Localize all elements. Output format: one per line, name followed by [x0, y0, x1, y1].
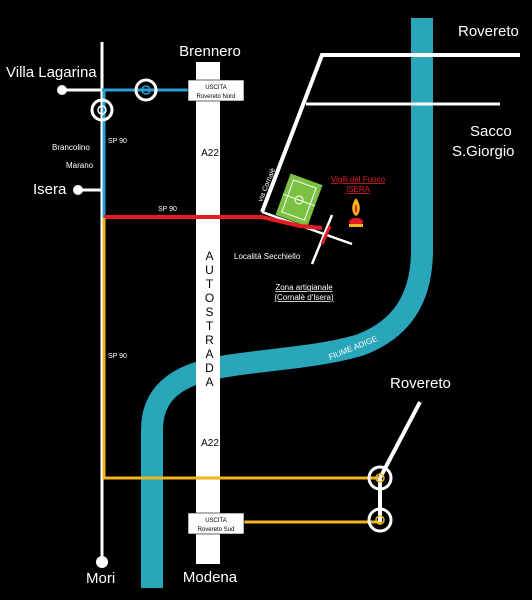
- flame-helmet-icon: [349, 198, 363, 227]
- football-field-icon: [275, 173, 323, 227]
- label-sp90-b: SP 90: [158, 206, 177, 213]
- label-vigili-line1[interactable]: Vigili del Fuoco: [331, 175, 386, 184]
- autostrada-letter: O: [205, 291, 215, 305]
- autostrada-letter: S: [205, 305, 214, 319]
- label-rovereto-right: Rovereto: [390, 375, 451, 392]
- roundabout-se-lower: [367, 507, 393, 533]
- autostrada-letter: T: [206, 319, 214, 333]
- mori-dot: [96, 556, 108, 568]
- river-adige: [141, 18, 433, 588]
- label-marano: Marano: [66, 161, 94, 170]
- label-brennero: Brennero: [179, 43, 241, 60]
- road-east-north: [260, 53, 520, 213]
- road-secchiello: [310, 214, 334, 265]
- roundabout-se-upper-center: [375, 473, 385, 483]
- autostrada-letter: R: [205, 333, 215, 347]
- autostrada-letter: A: [205, 347, 214, 361]
- label-zona-line1: Zona artigianale: [275, 283, 333, 292]
- autostrada-a22: [196, 62, 220, 564]
- label-a22-bottom: A22: [201, 438, 219, 449]
- label-sp90-a: SP 90: [108, 138, 127, 145]
- label-rovereto-top: Rovereto: [458, 23, 519, 40]
- label-modena: Modena: [183, 569, 238, 586]
- exit-south-sign: [187, 512, 245, 535]
- exit-south-line1: USCITA: [205, 518, 227, 524]
- roundabout-north-center: [141, 85, 151, 95]
- access-route: [104, 215, 323, 230]
- exit-north-line2: Rovereto Nord: [196, 94, 235, 100]
- autostrada-letter: U: [205, 263, 215, 277]
- exit-south-line2: Rovereto Sud: [198, 527, 235, 533]
- roundabout-se-upper: [367, 465, 393, 491]
- label-sacco: Sacco: [470, 123, 512, 140]
- label-secchiello: Località Secchiello: [234, 252, 301, 261]
- label-vigili-line2[interactable]: ISERA: [346, 185, 371, 194]
- label-s-giorgio: S.Giorgio: [452, 143, 515, 160]
- exit-north-line1: USCITA: [205, 85, 227, 91]
- exit-north-sign: [187, 79, 245, 102]
- roundabout-north: [134, 78, 158, 102]
- roundabout-villa-center: [97, 105, 107, 115]
- label-mori: Mori: [86, 570, 115, 587]
- villa-lagarina-dot: [57, 85, 67, 95]
- isera-dot: [73, 185, 83, 195]
- roundabout-villa: [90, 98, 114, 122]
- label-villa-lagarina: Villa Lagarina: [6, 64, 97, 81]
- autostrada-letter: T: [206, 277, 214, 291]
- autostrada-letter: A: [205, 375, 214, 389]
- roundabout-se-lower-center: [375, 515, 385, 525]
- label-sp90-c: SP 90: [108, 353, 127, 360]
- autostrada-letter: D: [205, 361, 215, 375]
- label-isera: Isera: [33, 181, 67, 198]
- access-route-end: [320, 225, 332, 245]
- autostrada-letter: A: [205, 249, 214, 263]
- label-a22-top: A22: [201, 148, 219, 159]
- label-zona-line2: (Cornalè d'Isera): [274, 293, 334, 302]
- autostrada-vertical-label: A U T O S T R A D A: [205, 249, 215, 389]
- label-brancolino: Brancolino: [52, 143, 90, 152]
- road-rovereto-se: [378, 401, 422, 479]
